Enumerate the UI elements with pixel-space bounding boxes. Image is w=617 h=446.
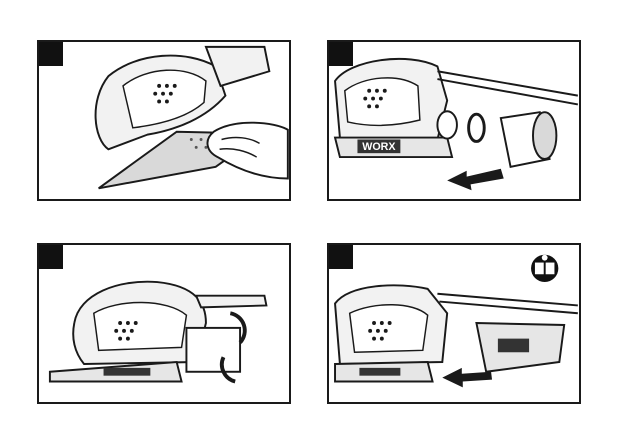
step-number-box (39, 245, 63, 269)
step-panel-4 (327, 243, 581, 404)
read-manual-icon (531, 255, 558, 282)
step-number-box (329, 42, 353, 66)
sander-dust-port-illustration: WORX (329, 42, 579, 199)
sander-sheet-illustration (39, 42, 289, 199)
step-panel-1 (37, 40, 291, 201)
brand-label: WORX (362, 141, 396, 153)
sander-rotate-adapter-illustration (39, 245, 289, 402)
step-panel-2: WORX (327, 40, 581, 201)
push-arrow-icon (442, 368, 492, 388)
sander-dust-box-illustration (329, 245, 579, 402)
push-arrow-icon (447, 169, 504, 190)
step-panel-3 (37, 243, 291, 404)
step-number-box (39, 42, 63, 66)
step-number-box (329, 245, 353, 269)
